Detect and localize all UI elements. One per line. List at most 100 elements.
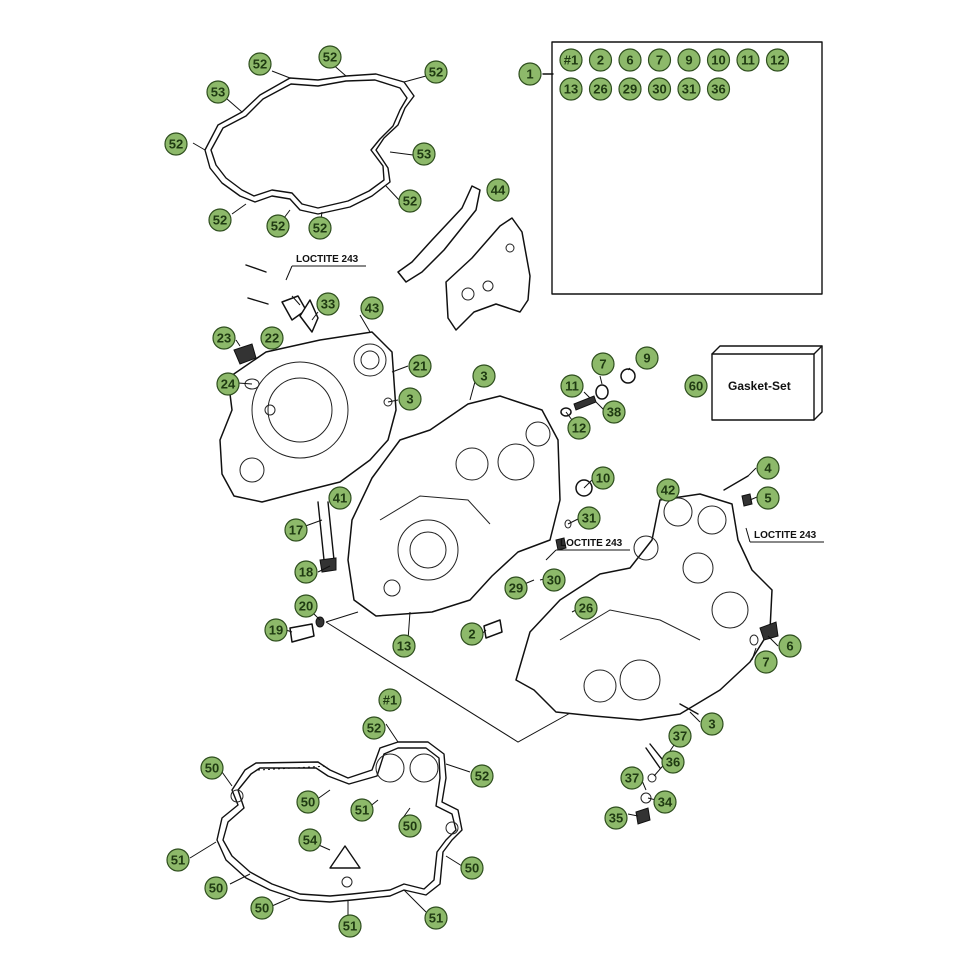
bracket-arm [397, 185, 531, 331]
svg-text:23: 23 [217, 331, 231, 346]
svg-text:4: 4 [764, 461, 772, 476]
callout-bubble: 42 [656, 478, 680, 502]
svg-text:7: 7 [599, 357, 606, 372]
callout-bubble: 6 [778, 634, 802, 658]
svg-text:30: 30 [652, 82, 666, 97]
svg-text:19: 19 [269, 623, 283, 638]
callout-bubble: 4 [756, 456, 780, 480]
svg-text:3: 3 [406, 392, 413, 407]
callout-bubble: 36 [661, 750, 685, 774]
svg-text:43: 43 [365, 301, 379, 316]
callout-bubble: 33 [316, 292, 340, 316]
callout-bubble: 50 [200, 756, 224, 780]
svg-text:21: 21 [413, 359, 427, 374]
svg-text:50: 50 [205, 761, 219, 776]
svg-text:30: 30 [547, 573, 561, 588]
kit-box [551, 41, 823, 295]
callout-bubble: 52 [424, 60, 448, 84]
kit-item-callout: 2 [588, 48, 613, 72]
callout-bubble: 23 [212, 326, 236, 350]
svg-text:33: 33 [321, 297, 335, 312]
callout-bubble: 50 [296, 790, 320, 814]
callout-bubble: 30 [542, 568, 566, 592]
svg-text:3: 3 [480, 369, 487, 384]
callout-bubble: 21 [408, 354, 432, 378]
kit-item-callout: #1 [559, 48, 583, 72]
callout-bubble: 52 [164, 132, 188, 156]
callout-bubble: 20 [294, 594, 318, 618]
callout-bubble: 50 [398, 814, 422, 838]
svg-text:37: 37 [625, 771, 639, 786]
callout-bubble: 51 [350, 798, 374, 822]
callout-bubble: 17 [284, 518, 308, 542]
crankcase-right [515, 493, 773, 721]
svg-text:6: 6 [626, 53, 633, 68]
svg-text:1: 1 [526, 67, 533, 82]
svg-text:29: 29 [509, 581, 523, 596]
svg-text:13: 13 [397, 639, 411, 654]
callout-bubble: 51 [338, 914, 362, 938]
svg-text:52: 52 [253, 57, 267, 72]
svg-text:18: 18 [299, 565, 313, 580]
svg-text:26: 26 [579, 601, 593, 616]
svg-text:24: 24 [221, 377, 236, 392]
kit-item-callout: 7 [647, 48, 672, 72]
callout-bubble: 50 [250, 896, 274, 920]
callout-bubble: 7 [754, 650, 778, 674]
svg-text:52: 52 [271, 219, 285, 234]
callout-bubble: 19 [264, 618, 288, 642]
callout-bubble: 41 [328, 486, 352, 510]
gasket-set-box [711, 345, 823, 421]
callout-bubble: 43 [360, 296, 384, 320]
kit-item-callout: 10 [706, 48, 731, 72]
callout-bubble: 52 [208, 208, 232, 232]
callout-bubble: 37 [620, 766, 644, 790]
callout-bubble: 54 [298, 828, 322, 852]
svg-text:10: 10 [711, 53, 725, 68]
callout-bubble: 18 [294, 560, 318, 584]
svg-text:2: 2 [597, 53, 604, 68]
callout-bubble: 60 [684, 374, 708, 398]
svg-text:51: 51 [171, 853, 185, 868]
loctite-note-case: LOCTITE 243 [560, 538, 623, 549]
svg-text:52: 52 [429, 65, 443, 80]
svg-text:9: 9 [643, 351, 650, 366]
svg-text:26: 26 [593, 82, 607, 97]
svg-text:53: 53 [211, 85, 225, 100]
svg-text:6: 6 [786, 639, 793, 654]
svg-text:52: 52 [313, 221, 327, 236]
svg-text:35: 35 [609, 811, 623, 826]
callout-bubble: 10 [591, 466, 615, 490]
svg-text:22: 22 [265, 331, 279, 346]
loctite-note-cover: LOCTITE 243 [296, 254, 359, 265]
svg-text:51: 51 [429, 911, 443, 926]
svg-text:50: 50 [209, 881, 223, 896]
callout-bubble: 51 [424, 906, 448, 930]
kit-item-callout: 6 [618, 48, 642, 72]
svg-text:34: 34 [658, 795, 673, 810]
crankcase-left [347, 395, 561, 617]
svg-text:52: 52 [475, 769, 489, 784]
kit-item-callout: 13 [559, 77, 583, 101]
callout-bubble: 2 [460, 622, 484, 646]
kit-item-callout: 12 [765, 48, 790, 72]
kit-item-callout: 29 [618, 77, 642, 101]
callout-bubble: 53 [206, 80, 230, 104]
svg-text:41: 41 [333, 491, 347, 506]
svg-text:11: 11 [741, 53, 755, 68]
svg-text:60: 60 [689, 379, 703, 394]
svg-text:20: 20 [299, 599, 313, 614]
callout-bubble: #1 [378, 688, 402, 712]
svg-text:36: 36 [666, 755, 680, 770]
kit-item-callout: 9 [677, 48, 701, 72]
callout-bubble: 29 [504, 576, 528, 600]
callout-bubble: 3 [472, 364, 496, 388]
svg-text:#1: #1 [383, 693, 397, 708]
svg-text:11: 11 [565, 379, 579, 394]
callout-bubble: 9 [635, 346, 659, 370]
callout-bubble: 3 [700, 712, 724, 736]
svg-text:2: 2 [468, 627, 475, 642]
svg-text:50: 50 [301, 795, 315, 810]
svg-text:37: 37 [673, 729, 687, 744]
